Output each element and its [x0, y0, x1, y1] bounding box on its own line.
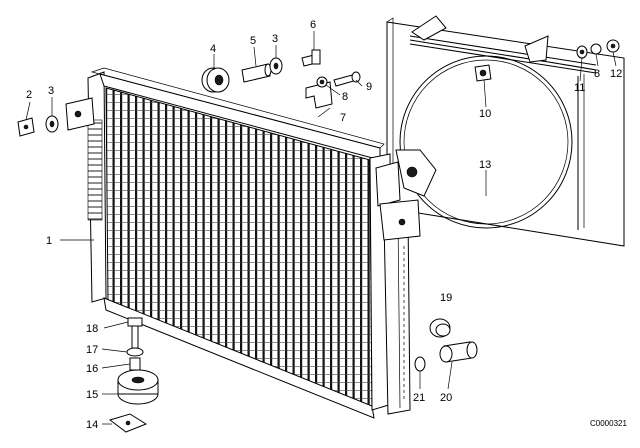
callout-2: 2 — [26, 89, 32, 101]
callout-15: 15 — [86, 389, 98, 401]
callout-3b: 3 — [272, 33, 278, 45]
callout-6: 6 — [310, 19, 316, 31]
callout-14: 14 — [86, 419, 98, 431]
callout-19: 19 — [440, 292, 452, 304]
callout-8b: 8 — [594, 68, 600, 80]
callout-4: 4 — [210, 43, 216, 55]
callout-7: 7 — [340, 112, 346, 124]
callout-1: 1 — [46, 235, 52, 247]
callout-16: 16 — [86, 363, 98, 375]
callout-17: 17 — [86, 344, 98, 356]
diagram-code: C0000321 — [590, 419, 627, 428]
callout-8: 8 — [342, 91, 348, 103]
callout-10: 10 — [479, 108, 491, 120]
callout-11: 11 — [574, 82, 585, 94]
callout-5: 5 — [250, 35, 256, 47]
callout-9: 9 — [366, 81, 372, 93]
callout-21: 21 — [413, 392, 425, 404]
callout-12: 12 — [610, 68, 622, 80]
callout-13: 13 — [479, 159, 491, 171]
callout-3: 3 — [48, 85, 54, 97]
fan-shroud — [386, 15, 625, 247]
callout-20: 20 — [440, 392, 452, 404]
radiator — [65, 67, 437, 419]
callout-labels: 1 2 3 4 5 3 6 7 8 9 10 11 8 12 13 14 15 … — [26, 19, 627, 431]
callout-18: 18 — [86, 323, 98, 335]
leader-lines — [25, 31, 617, 425]
